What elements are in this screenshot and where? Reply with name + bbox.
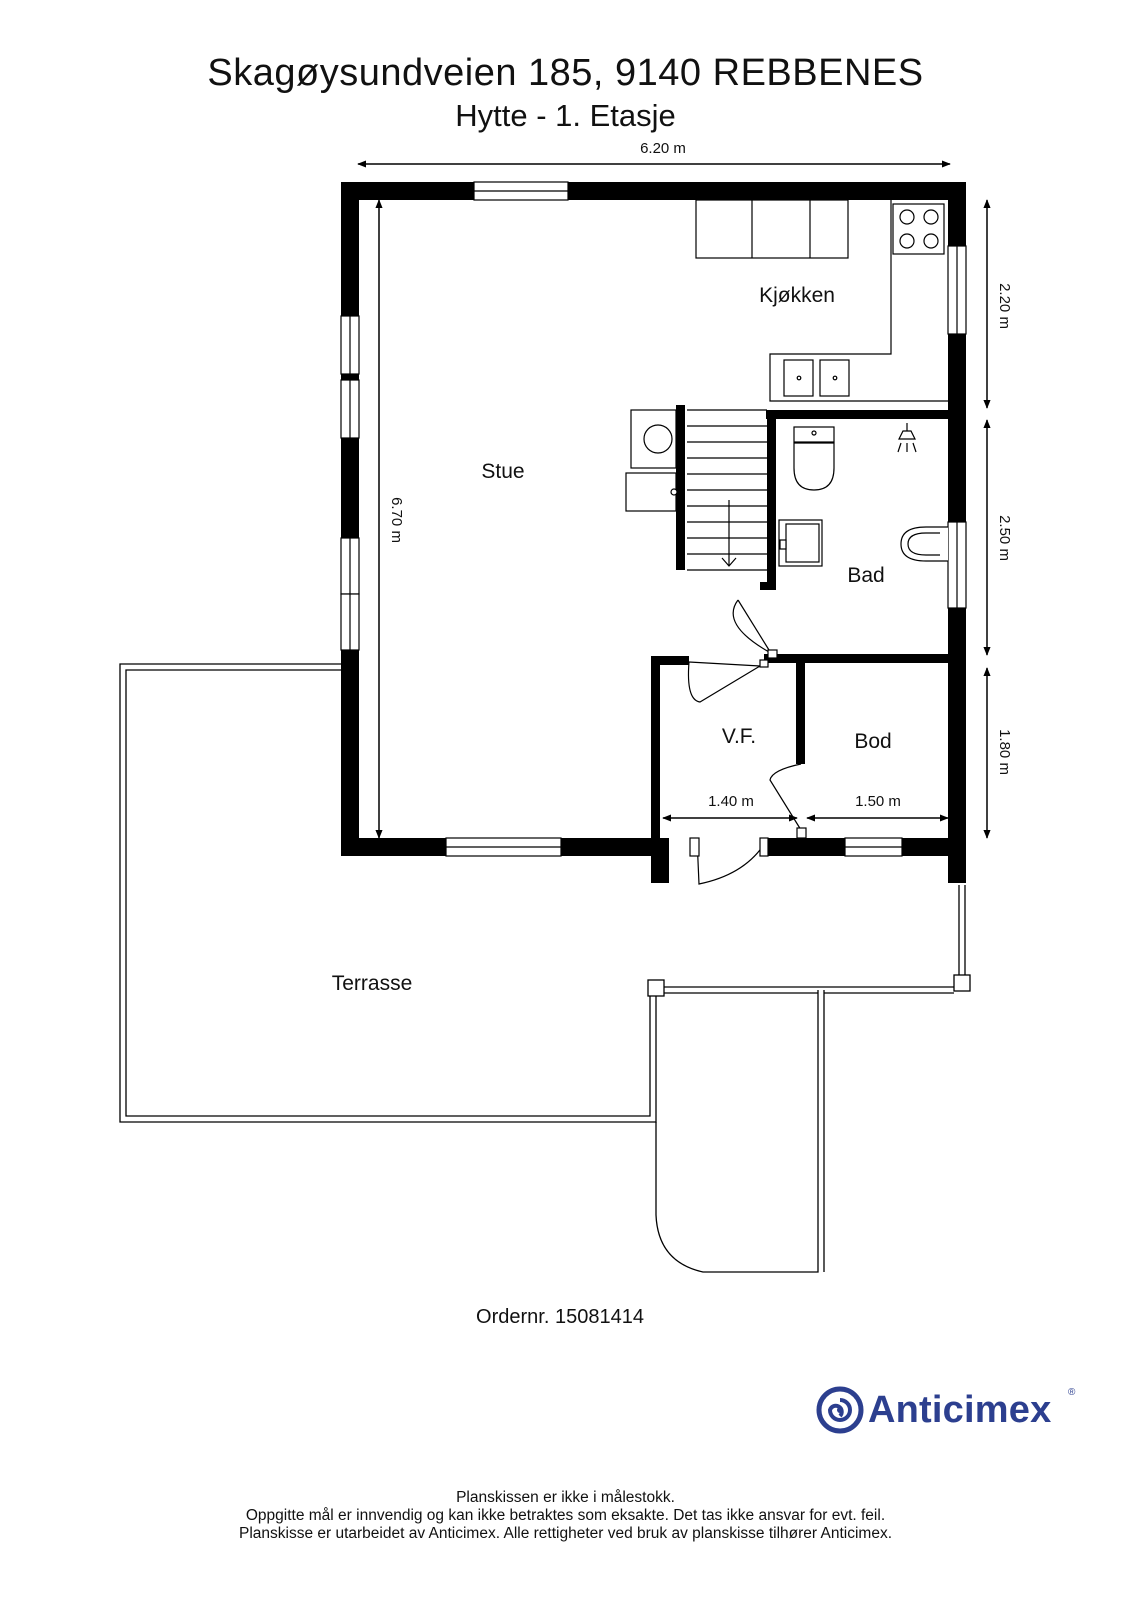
- windows: [340, 181, 967, 857]
- dim-label-bath: 2.50 m: [996, 515, 1013, 561]
- room-label-living: Stue: [481, 460, 524, 483]
- dim-label-storage-width: 1.50 m: [855, 793, 901, 810]
- doors: [687, 599, 807, 885]
- terrace-post: [953, 974, 971, 992]
- dim-label-depth: 6.70 m: [388, 497, 405, 543]
- dim-label-storage: 1.80 m: [996, 729, 1013, 775]
- room-label-storage: Bod: [854, 730, 891, 753]
- anticimex-logo-icon: [816, 1386, 864, 1434]
- room-label-terrace: Terrasse: [332, 972, 413, 995]
- dim-label-hall-width: 1.40 m: [708, 793, 754, 810]
- terrace-post: [647, 979, 665, 997]
- dimension-lines: [357, 160, 991, 839]
- brand-logo: Anticimex ®: [815, 1385, 1075, 1439]
- staircase: [687, 409, 767, 571]
- dim-label-width: 6.20 m: [640, 140, 686, 157]
- disclaimer-line: Planskissen er ikke i målestokk.: [456, 1489, 675, 1506]
- page-subtitle: Hytte - 1. Etasje: [455, 98, 676, 133]
- page-title: Skagøysundveien 185, 9140 REBBENES: [207, 52, 924, 94]
- disclaimer-line: Oppgitte mål er innvendig og kan ikke be…: [245, 1507, 886, 1524]
- shower-icon: [897, 423, 917, 453]
- stove: [892, 203, 945, 255]
- room-label-kitchen: Kjøkken: [759, 284, 835, 307]
- terrace-outline: [119, 663, 971, 1273]
- disclaimer-line: Planskisse er utarbeidet av Anticimex. A…: [238, 1525, 892, 1542]
- wall-cabinets: [695, 199, 849, 259]
- bathroom-fixtures: [778, 423, 948, 567]
- order-number: Ordernr. 15081414: [476, 1306, 644, 1328]
- room-label-bath: Bad: [847, 564, 884, 587]
- fireplace: [625, 409, 678, 512]
- toilet-bowl: [793, 442, 835, 491]
- interior-walls: [651, 405, 966, 856]
- kitchen-fixtures: [695, 199, 948, 402]
- dim-label-kitchen: 2.20 m: [996, 283, 1013, 329]
- brand-name: Anticimex: [868, 1389, 1052, 1431]
- registered-mark: ®: [1068, 1387, 1076, 1398]
- disclaimer: Planskissen er ikke i målestokk. Oppgitt…: [0, 1489, 1131, 1543]
- room-label-hall: V.F.: [722, 725, 756, 748]
